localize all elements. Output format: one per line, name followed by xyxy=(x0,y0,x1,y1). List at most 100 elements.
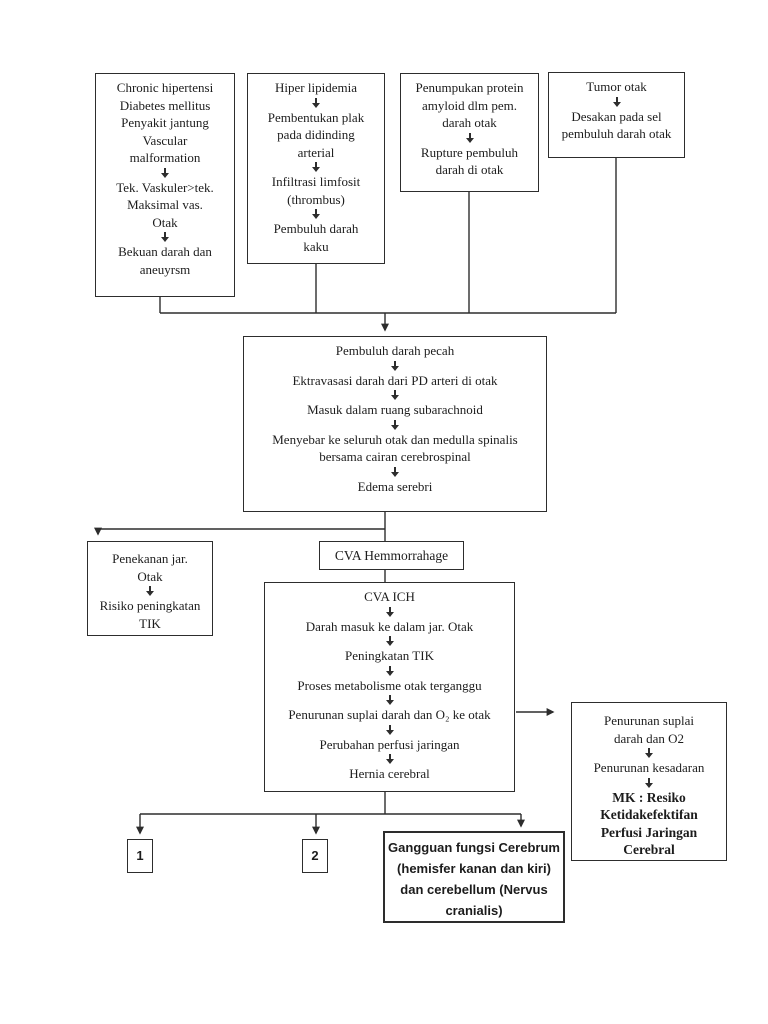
flow-step: Menyebar ke seluruh otak dan medulla spi… xyxy=(244,431,546,466)
flow-step: Penurunan kesadaran xyxy=(572,759,726,777)
flow-step: Infiltrasi limfosit (thrombus) xyxy=(248,173,384,208)
text-line: Pembuluh darah xyxy=(273,221,359,236)
text-line: pembuluh darah otak xyxy=(561,126,672,141)
text-line: Chronic hipertensi xyxy=(116,80,214,95)
flow-step: Penekanan jar. Otak xyxy=(88,550,212,585)
down-arrow-icon xyxy=(265,665,514,677)
text-line: darah di otak xyxy=(435,162,504,177)
text-line: Gangguan fungsi Cerebrum xyxy=(388,840,560,855)
text-line: Bekuan darah dan xyxy=(118,244,212,259)
flow-step: Gangguan fungsi Cerebrum (hemisfer kanan … xyxy=(385,837,563,921)
text-line: Penurunan suplai xyxy=(604,713,694,728)
text-line: Edema serebri xyxy=(357,478,433,494)
text-line: Pembuluh darah pecah xyxy=(335,343,455,358)
box-branch-1: 1 xyxy=(127,839,153,873)
text-line: (hemisfer kanan dan kiri) xyxy=(397,861,551,876)
text-line: Otak xyxy=(137,568,163,584)
box-gangguan-cerebrum: Gangguan fungsi Cerebrum (hemisfer kanan … xyxy=(383,831,565,923)
text-line: Diabetes mellitus xyxy=(119,97,211,113)
text-line: Desakan pada sel xyxy=(571,108,662,124)
down-arrow-icon xyxy=(265,753,514,765)
text-line: bersama cairan cerebrospinal xyxy=(319,449,471,464)
down-arrow-icon xyxy=(248,161,384,173)
text-line: malformation xyxy=(129,150,201,165)
down-arrow-icon xyxy=(572,777,726,789)
flow-step: Edema serebri xyxy=(244,478,546,496)
text-line: Hiper lipidemia xyxy=(275,80,357,95)
text-line: Perfusi Jaringan xyxy=(600,824,698,840)
text-line: Pembentukan plak xyxy=(267,109,365,125)
flow-step: Pembuluh darah pecah xyxy=(244,342,546,360)
down-arrow-icon xyxy=(549,96,684,108)
flow-step: Masuk dalam ruang subarachnoid xyxy=(244,401,546,419)
flow-step: CVA ICH xyxy=(265,588,514,606)
text-line: Penumpukan protein xyxy=(415,80,524,95)
down-arrow-icon xyxy=(244,419,546,431)
down-arrow-icon xyxy=(244,466,546,478)
down-arrow-icon xyxy=(265,724,514,736)
text-line: (thrombus) xyxy=(287,191,345,207)
text-line: Penurunan kesadaran xyxy=(593,760,705,775)
text-line: Penyakit jantung xyxy=(121,115,209,130)
down-arrow-icon xyxy=(88,585,212,597)
flow-step: Tumor otak xyxy=(549,78,684,96)
text-line: pada didinding xyxy=(277,127,355,142)
flow-step: Pembuluh darah kaku xyxy=(248,220,384,255)
down-arrow-icon xyxy=(248,208,384,220)
text-line: Darah masuk ke dalam jar. Otak xyxy=(305,618,474,634)
text-line: Tek. Vaskuler>tek. xyxy=(116,179,214,195)
down-arrow-icon xyxy=(244,389,546,401)
text-line: Tumor otak xyxy=(586,79,647,94)
flow-step: Peningkatan TIK xyxy=(265,647,514,665)
flow-step: Penurunan suplai darah dan O₂ ke otak xyxy=(265,706,514,724)
down-arrow-icon xyxy=(401,132,538,144)
text-line: Otak xyxy=(152,214,178,230)
flow-step: Desakan pada sel pembuluh darah otak xyxy=(549,108,684,143)
box-cva-hemorrhage: CVA Hemmorrahage xyxy=(319,541,464,570)
text-line: Rupture pembuluh xyxy=(420,144,519,160)
text-line: kaku xyxy=(303,238,329,254)
down-arrow-icon xyxy=(265,694,514,706)
text-line: Hernia cerebral xyxy=(349,766,430,781)
text-line: Perubahan perfusi jaringan xyxy=(319,736,460,752)
text-line: TIK xyxy=(139,615,161,631)
text-line: CVA ICH xyxy=(364,589,415,604)
down-arrow-icon xyxy=(244,360,546,372)
box-branch-2: 2 xyxy=(302,839,328,873)
text-line: Menyebar ke seluruh otak dan medulla spi… xyxy=(272,431,518,447)
text-line: Penurunan suplai darah dan O₂ ke otak xyxy=(288,707,491,722)
text-line: Maksimal vas. xyxy=(127,197,203,212)
flow-step: Hiper lipidemia xyxy=(248,79,384,97)
down-arrow-icon xyxy=(265,606,514,618)
flow-step: Hernia cerebral xyxy=(265,765,514,783)
flow-step: Tek. Vaskuler>tek. Maksimal vas. Otak xyxy=(96,179,234,232)
branch-number: 2 xyxy=(311,848,319,864)
text-line: dan cerebellum (Nervus xyxy=(400,882,548,897)
down-arrow-icon xyxy=(572,747,726,759)
text-line: Infiltrasi limfosit xyxy=(271,174,361,189)
box-label: CVA Hemmorrahage xyxy=(334,547,449,563)
text-line: Cerebral xyxy=(623,842,675,857)
down-arrow-icon xyxy=(96,167,234,179)
text-line: Risiko peningkatan xyxy=(99,598,201,613)
text-line: Peningkatan TIK xyxy=(345,648,434,663)
text-line: Proses metabolisme otak terganggu xyxy=(297,677,482,693)
flow-step: Perubahan perfusi jaringan xyxy=(265,736,514,754)
text-line: Penekanan jar. xyxy=(112,551,188,566)
down-arrow-icon xyxy=(265,635,514,647)
